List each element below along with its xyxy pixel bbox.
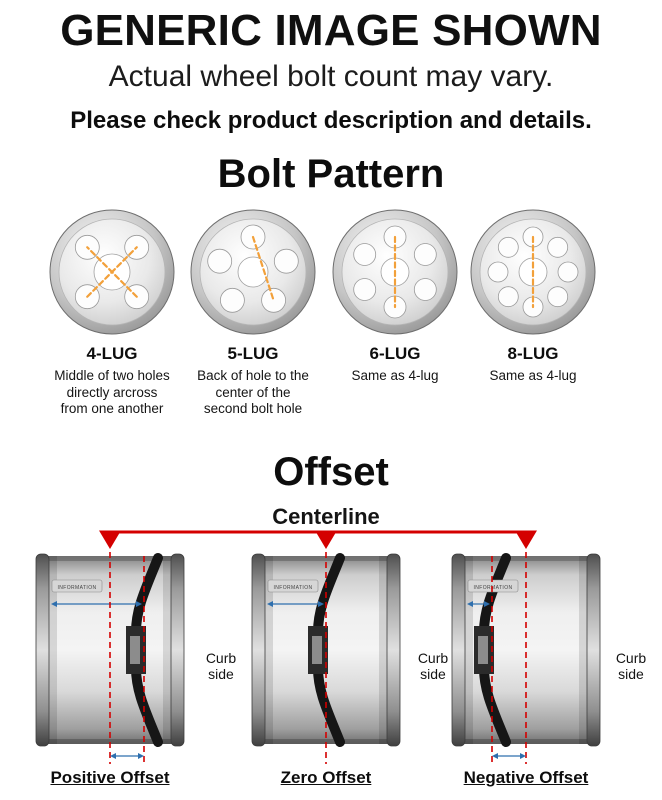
wheel-face-svg <box>49 209 175 335</box>
bolt-pattern-description: Middle of two holes directly arcross fro… <box>54 368 170 417</box>
bolt-pattern-description: Same as 4-lug <box>489 368 577 383</box>
centerline-pointer-banner <box>90 529 550 551</box>
offset-item-label-negative: Negative Offset <box>463 768 589 787</box>
wheel-cross-section-negative-offset: INFORMATION <box>448 552 604 764</box>
barrel-info-text: INFORMATION <box>57 585 96 591</box>
barrel-sticker <box>267 579 319 593</box>
centerline-label: Centerline <box>272 504 380 529</box>
barrel-sticker <box>51 579 103 593</box>
arrow-head-icon <box>484 601 490 607</box>
wheel-face-diagram-5lug <box>188 206 318 338</box>
arrow-head-icon <box>51 601 57 607</box>
wheel-face-svg <box>190 209 316 335</box>
wheel-cross-section-svg: INFORMATION <box>451 552 601 764</box>
wheel-face-diagram-4lug <box>47 206 177 338</box>
bolt-pattern-item-6lug: 6-LUG Same as 4-lug <box>320 206 470 385</box>
centerline-arrow-icon <box>99 530 121 549</box>
curb-side-label: Curb side <box>417 650 449 682</box>
header-title: GENERIC IMAGE SHOWN <box>60 6 602 55</box>
header-note: Please check product description and det… <box>70 107 592 134</box>
arrow-head-icon <box>136 601 142 607</box>
bolt-pattern-description: Same as 4-lug <box>351 368 439 383</box>
wheel-face-svg <box>332 209 458 335</box>
centerline-banner-svg <box>99 530 537 549</box>
bolt-pattern-title: Bolt Pattern <box>217 152 445 196</box>
barrel-info-text: INFORMATION <box>473 585 512 591</box>
offset-item-label-positive: Positive Offset <box>50 768 170 787</box>
offset-item-label-zero: Zero Offset <box>280 768 372 787</box>
offset-title: Offset <box>273 450 389 494</box>
measurement-dashed-line <box>86 246 138 298</box>
rim-flange <box>386 553 401 747</box>
rim-flange <box>35 553 50 747</box>
arrow-head-icon <box>110 753 116 759</box>
bolt-pattern-label: 4-LUG <box>86 344 138 363</box>
wheel-face-diagram-8lug <box>468 206 598 338</box>
centerline-arrow-icon <box>515 530 537 549</box>
wheel-cross-section-svg: INFORMATION <box>251 552 401 764</box>
bolt-pattern-label: 6-LUG <box>369 344 421 363</box>
wheel-cross-section-zero-offset: INFORMATION <box>248 552 404 764</box>
bolt-pattern-item-4lug: 4-LUG Middle of two holes directly arcro… <box>37 206 187 418</box>
hub-bore <box>130 636 140 664</box>
centerline-arrow-icon <box>315 530 337 549</box>
rim-flange <box>586 553 601 747</box>
bolt-pattern-item-5lug: 5-LUG Back of hole to the center of the … <box>178 206 328 418</box>
hub-bore <box>478 636 488 664</box>
wheel-face-svg <box>470 209 596 335</box>
bolt-pattern-label: 5-LUG <box>227 344 279 363</box>
measurement-dashed-line <box>251 235 275 302</box>
bolt-pattern-description: Back of hole to the center of the second… <box>197 368 309 417</box>
barrel-sticker <box>467 579 519 593</box>
arrow-head-icon <box>492 753 498 759</box>
wheel-face-diagram-6lug <box>330 206 460 338</box>
rim-flange <box>251 553 266 747</box>
wheel-cross-section-svg: INFORMATION <box>35 552 185 764</box>
arrow-head-icon <box>318 601 324 607</box>
rim-flange <box>170 553 185 747</box>
arrow-head-icon <box>138 753 144 759</box>
arrow-head-icon <box>520 753 526 759</box>
hub-bore <box>312 636 322 664</box>
rim-flange <box>451 553 466 747</box>
wheel-cross-section-positive-offset: INFORMATION <box>32 552 188 764</box>
header-subtitle: Actual wheel bolt count may vary. <box>108 60 554 93</box>
bolt-pattern-item-8lug: 8-LUG Same as 4-lug <box>458 206 608 385</box>
arrow-head-icon <box>267 601 273 607</box>
curb-side-label: Curb side <box>205 650 237 682</box>
curb-side-label: Curb side <box>615 650 647 682</box>
bolt-pattern-label: 8-LUG <box>507 344 559 363</box>
barrel-info-text: INFORMATION <box>273 585 312 591</box>
arrow-head-icon <box>467 601 473 607</box>
